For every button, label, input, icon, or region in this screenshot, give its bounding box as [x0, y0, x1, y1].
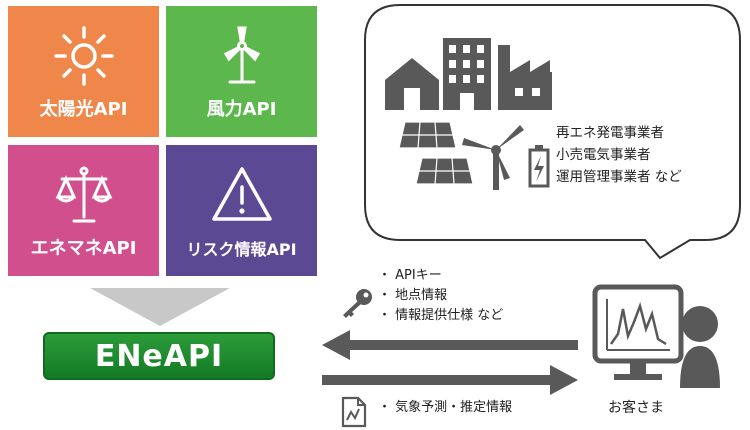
key-icon — [343, 289, 372, 318]
users-list: 再エネ発電事業者 小売電気事業者 運用管理事業者 など — [556, 122, 682, 188]
house-icon — [385, 58, 439, 110]
scales-icon — [55, 166, 112, 223]
battery-icon — [528, 145, 550, 188]
wind-api-label: 風力API — [206, 99, 277, 120]
response-item: ・ 気象予測・推定情報 — [378, 400, 513, 415]
customer-label: お客さま — [608, 400, 664, 416]
wind-api-tile: 風力API — [166, 6, 317, 137]
warning-icon — [211, 167, 272, 221]
monitor-chart-icon — [592, 284, 684, 380]
solar-panel-icon — [398, 121, 474, 185]
user-type-item: 再エネ発電事業者 — [556, 125, 664, 141]
response-info-list: ・ 気象予測・推定情報 — [378, 398, 512, 418]
document-chart-icon — [341, 396, 367, 428]
request-info-list: ・ APIキー ・ 地点情報 ・ 情報提供仕様 など — [378, 266, 503, 326]
request-item: ・ APIキー — [378, 268, 442, 283]
funnel-arrow — [90, 288, 230, 326]
eneapi-box: ENeAPI — [43, 332, 275, 380]
response-arrow — [322, 365, 578, 395]
enemane-api-tile: エネマネAPI — [8, 145, 159, 276]
solar-api-label: 太陽光API — [39, 99, 128, 120]
wind-turbine-icon — [223, 26, 260, 84]
person-icon — [680, 306, 720, 388]
data-flow-arrows — [322, 330, 578, 395]
request-arrow — [322, 330, 578, 360]
user-type-item: 運用管理事業者 など — [556, 169, 682, 185]
enemane-api-label: エネマネAPI — [30, 238, 137, 259]
request-item: ・ 地点情報 — [378, 288, 448, 303]
solar-api-tile: 太陽光API — [8, 6, 159, 137]
risk-api-label: リスク情報API — [186, 240, 297, 259]
factory-icon — [498, 45, 552, 110]
request-item: ・ 情報提供仕様 など — [378, 308, 504, 323]
building-icon — [443, 38, 491, 110]
wind-turbine-icon — [462, 125, 524, 190]
users-speech-bubble — [364, 4, 741, 260]
risk-api-tile: リスク情報API — [166, 145, 317, 276]
customer-illustration — [592, 284, 720, 388]
user-type-item: 小売電気事業者 — [556, 147, 651, 163]
sun-icon — [53, 26, 114, 86]
